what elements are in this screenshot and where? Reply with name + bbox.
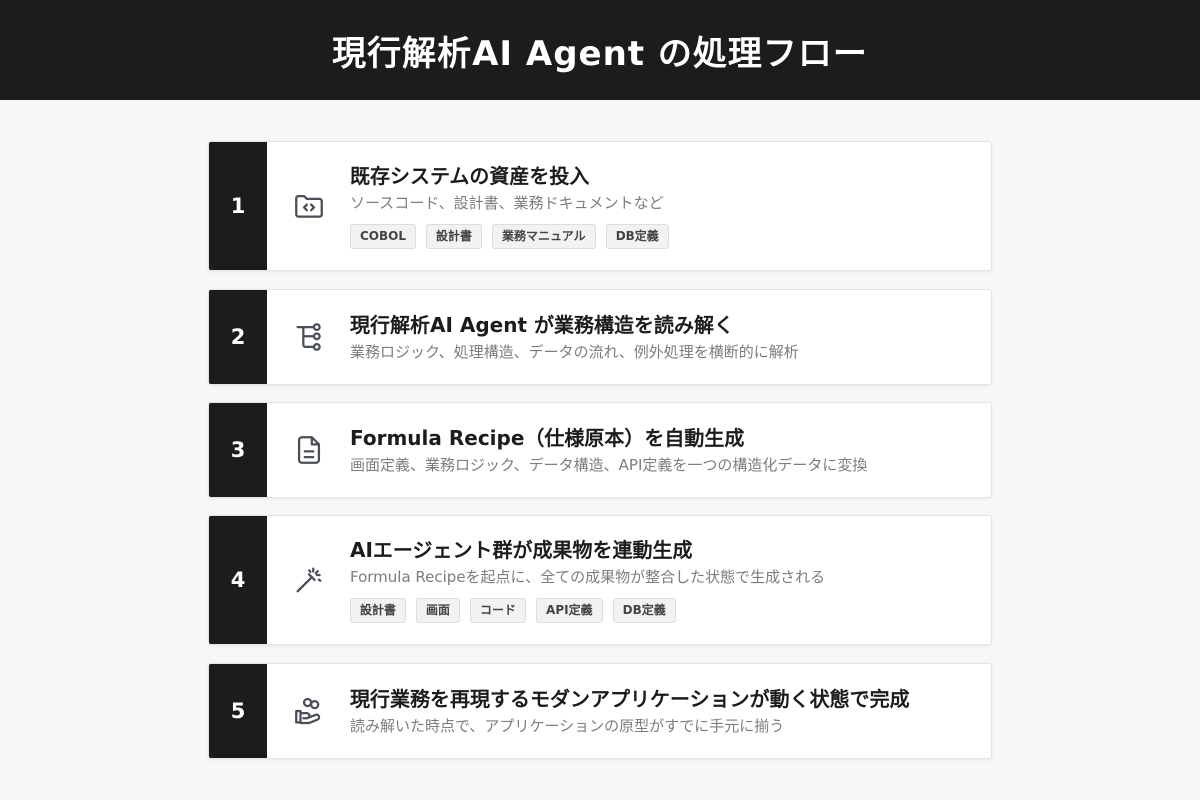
tag-list: 設計書 画面 コード API定義 DB定義	[350, 598, 975, 623]
step-description: 読み解いた時点で、アプリケーションの原型がすでに手元に揃う	[350, 716, 785, 735]
hand-coins-icon	[291, 664, 327, 758]
step-description: ソースコード、設計書、業務ドキュメントなど	[350, 194, 664, 212]
tag: コード	[470, 598, 527, 623]
step-number: 5	[209, 664, 267, 758]
tag: 設計書	[350, 598, 407, 623]
folder-code-icon	[291, 142, 327, 270]
step-description: 業務ロジック、処理構造、データの流れ、例外処理を横断的に解析	[350, 342, 799, 361]
step-description: 画面定義、業務ロジック、データ構造、API定義を一つの構造化データに変換	[350, 455, 868, 474]
step-card-4: 4 AIエージェント群が成果物を連動生成 Formula Recipeを起点に、…	[208, 515, 992, 645]
step-title: 現行解析AI Agent が業務構造を読み解く	[350, 312, 735, 337]
step-title: 既存システムの資産を投入	[350, 164, 590, 188]
step-card-2: 2 現行解析AI Agent が業務構造を読み解く 業務ロジック、処理構造、デー…	[208, 289, 992, 385]
step-card-5: 5 現行業務を再現するモダンアプリケーションが動く状態で完成 読み解いた時点で、…	[208, 663, 992, 759]
magic-wand-icon	[291, 516, 327, 644]
step-description: Formula Recipeを起点に、全ての成果物が整合した状態で生成される	[350, 568, 826, 586]
step-title: AIエージェント群が成果物を連動生成	[350, 538, 693, 562]
step-title: Formula Recipe（仕様原本）を自動生成	[350, 425, 745, 450]
page-title: 現行解析AI Agent の処理フロー	[332, 33, 868, 74]
tag-list: COBOL 設計書 業務マニュアル DB定義	[350, 224, 975, 249]
tag: API定義	[536, 598, 603, 623]
step-number: 2	[209, 290, 267, 384]
step-title: 現行業務を再現するモダンアプリケーションが動く状態で完成	[350, 686, 910, 711]
tag: COBOL	[350, 224, 417, 249]
tag: 画面	[416, 598, 461, 623]
step-number: 4	[209, 516, 267, 644]
tag: 設計書	[426, 224, 483, 249]
document-icon	[291, 403, 327, 497]
tree-structure-icon	[291, 290, 327, 384]
step-number: 3	[209, 403, 267, 497]
tag: 業務マニュアル	[492, 224, 596, 249]
page-header: 現行解析AI Agent の処理フロー	[0, 0, 1200, 100]
step-card-3: 3 Formula Recipe（仕様原本）を自動生成 画面定義、業務ロジック、…	[208, 402, 992, 498]
step-number: 1	[209, 142, 267, 270]
step-card-1: 1 既存システムの資産を投入 ソースコード、設計書、業務ドキュメントなど COB…	[208, 141, 992, 271]
tag: DB定義	[605, 224, 669, 249]
tag: DB定義	[612, 598, 676, 623]
